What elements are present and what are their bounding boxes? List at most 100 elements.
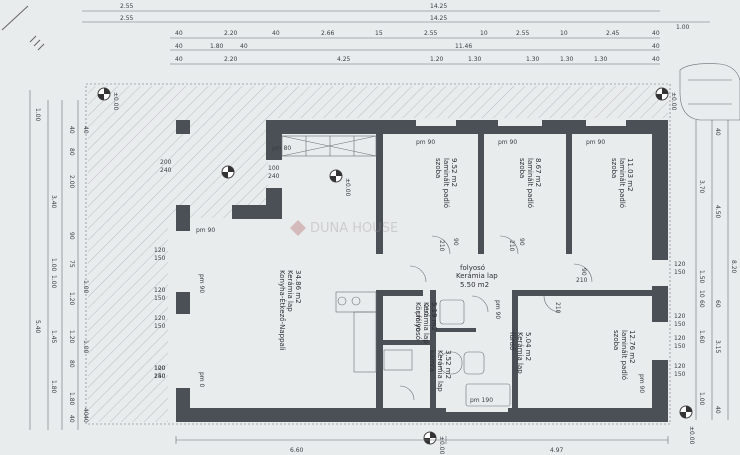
dim-bottom-2: 4.97 — [550, 447, 564, 454]
room-name: folyosó — [460, 264, 485, 272]
dim-top-3: 10 — [560, 30, 568, 37]
door-label: pm 0 — [198, 372, 205, 388]
level-marker-icon — [655, 87, 669, 101]
room-name: kamra — [428, 350, 436, 372]
dim-top-5: 1.30 — [560, 56, 574, 63]
window-label: 240 — [154, 373, 166, 380]
dim-top-5: 1.30 — [526, 56, 540, 63]
room-area: 34.86 m2 — [294, 270, 302, 304]
corner-mark-icon — [1, 5, 45, 51]
dim-left: 1.00 — [34, 108, 41, 122]
room-floor: laminált padló — [442, 158, 450, 208]
window-labels: 120 150 120 150 120 150 120 150 120 150 … — [154, 159, 686, 380]
door-label: pm 90 — [494, 300, 501, 319]
dim-top-4: 40 — [240, 43, 248, 50]
door-label: pm 90 — [638, 374, 645, 393]
dim-bottom-1: 6.60 — [290, 447, 304, 454]
window-label: 150 — [154, 373, 166, 380]
door-label: pm 90 — [414, 312, 421, 331]
dim-top-3: 10 — [480, 30, 488, 37]
room-corridor: Kör.fólyosó Kerámia lap 5.19 m2 — [414, 302, 438, 344]
dim-left: 3.40 — [50, 195, 57, 209]
dim-top-5: 1.30 — [468, 56, 482, 63]
dim-top-5: 2.20 — [224, 56, 238, 63]
window-label: 150 — [154, 295, 166, 302]
window-label: 200 — [160, 159, 172, 166]
door-label: 90 — [580, 268, 587, 276]
door-swings — [399, 235, 593, 401]
window-label: 120 — [674, 335, 686, 342]
door-label: 90 — [518, 238, 525, 246]
level-marker-icon — [679, 405, 693, 419]
dim-top-5: 40 — [652, 56, 660, 63]
dimension-lines-right — [695, 120, 729, 420]
dim-left: 1.80 — [68, 392, 75, 406]
room-name: szoba — [612, 330, 620, 350]
dim-top-2b: 14.25 — [430, 15, 447, 22]
window-label: 150 — [674, 269, 686, 276]
dim-left: 1.00 — [82, 280, 89, 294]
dim-right: 4.50 — [714, 205, 721, 219]
watermark-logo: DUNA HOUSE — [290, 220, 398, 236]
door-label: pm 90 — [196, 227, 215, 234]
dimension-lines-top — [82, 10, 710, 65]
dimension-lines-left — [29, 90, 79, 430]
dim-top-3: 15 — [375, 30, 383, 37]
dim-top-3: 40 — [175, 30, 183, 37]
dim-top-5: 1.20 — [430, 56, 444, 63]
room-bedroom-2: szoba laminált padló 8.67 m2 — [518, 158, 542, 208]
dim-left: 1.20 — [68, 330, 75, 344]
room-area: 5.04 m2 — [524, 332, 532, 361]
door-label: pm 80 — [272, 145, 291, 152]
room-floor: laminált padló — [526, 158, 534, 208]
dim-top-3: 2.66 — [321, 30, 335, 37]
window-label: 120 — [154, 365, 166, 372]
room-name: szoba — [610, 158, 618, 178]
room-name: Konyha-Étkező-Nappali — [278, 270, 287, 351]
room-bedroom-4: szoba laminált padló 12.76 m2 — [612, 330, 636, 380]
room-bedroom-3: szoba laminált padló 11.03 m2 — [610, 158, 634, 208]
window-label: 240 — [268, 173, 280, 180]
dim-right: 1.00 — [698, 392, 705, 406]
dim-top-3: 2.20 — [224, 30, 238, 37]
watermark-text: DUNA HOUSE — [310, 221, 398, 236]
dim-top-4: 1.80 — [210, 43, 224, 50]
window-label: 150 — [154, 323, 166, 330]
dim-left: 80 — [68, 148, 75, 156]
room-floor: laminált padló — [620, 330, 628, 380]
dim-top-1a: 2.55 — [120, 3, 134, 10]
dim-top-3: 40 — [272, 30, 280, 37]
door-labels: pm 90 pm 90 pm 90 pm 90 90 90 90 210 210… — [196, 139, 645, 404]
dimension-texts-left: 1.00 3.40 1.00 5.40 1.00 1.45 1.80 40 40… — [34, 108, 89, 423]
dim-left: 40 — [68, 126, 75, 134]
room-area: 3.52 m2 — [444, 350, 452, 379]
level-value: ±0.00 — [344, 178, 351, 197]
door-label: 210 — [438, 240, 445, 252]
dim-left: 1.80 — [50, 380, 57, 394]
dim-left: 2.00 — [68, 175, 75, 189]
dim-top-1b: 14.25 — [430, 3, 447, 10]
window-label: 120 — [154, 247, 166, 254]
door-label: 210 — [576, 277, 588, 284]
dim-right: 40 — [714, 128, 721, 136]
dim-left: 1.45 — [50, 330, 57, 344]
room-area: 5.50 m2 — [460, 281, 489, 289]
dim-left: 1.20 — [68, 292, 75, 306]
room-name: fürdő — [508, 332, 517, 350]
level-marker-icon — [329, 169, 343, 183]
room-floor: Kerámia lap — [422, 302, 430, 344]
level-marker-icon — [423, 431, 437, 445]
dimension-lines-bottom — [175, 436, 669, 444]
dim-left: 1.00 — [82, 340, 89, 354]
level-value: ±0.00 — [438, 436, 445, 455]
dim-right: 8.20 — [730, 260, 737, 274]
window-label: 150 — [674, 371, 686, 378]
dim-left: 75 — [68, 260, 75, 268]
room-name: szoba — [434, 158, 442, 178]
room-area: 5.19 m2 — [430, 302, 438, 331]
window-label: 120 — [154, 315, 166, 322]
door-label: 90 — [452, 238, 459, 246]
dim-right: 1.50 — [698, 270, 705, 284]
dim-right: 60 — [698, 300, 705, 308]
room-floor: Kerámia lap — [516, 332, 524, 374]
